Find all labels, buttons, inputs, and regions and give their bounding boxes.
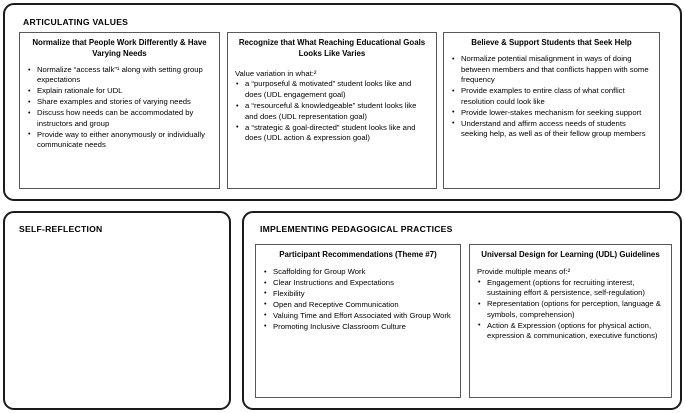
list-item: Share examples and stories of varying ne… [26, 97, 213, 108]
card-participant-recommendations: Participant Recommendations (Theme #7) S… [255, 244, 461, 398]
list-item: Promoting Inclusive Classroom Culture [262, 321, 454, 333]
panel-title-implementing-pedagogical-practices: IMPLEMENTING PEDAGOGICAL PRACTICES [260, 224, 453, 234]
card-heading: Participant Recommendations (Theme #7) [279, 250, 437, 259]
bullet-list: Engagement (options for recruiting inter… [476, 277, 665, 342]
card-body: Normalize “access talk”¹ along with sett… [26, 65, 213, 151]
list-item: Valuing Time and Effort Associated with … [262, 310, 454, 322]
bullet-list: a “purposeful & motivated” student looks… [234, 79, 430, 143]
list-item: Explain rationale for UDL [26, 86, 213, 97]
card-heading: Recognize that What Reaching Educational… [238, 38, 426, 58]
panel-implementing-pedagogical-practices: IMPLEMENTING PEDAGOGICAL PRACTICES Parti… [242, 211, 682, 410]
card-heading: Believe & Support Students that Seek Hel… [471, 38, 632, 47]
card-believe-support-students: Believe & Support Students that Seek Hel… [443, 32, 660, 189]
card-recognize-educational-goals: Recognize that What Reaching Educational… [227, 32, 437, 189]
list-item: a “purposeful & motivated” student looks… [234, 79, 430, 100]
list-item: Provide way to either anonymously or ind… [26, 129, 213, 151]
list-item: Discuss how needs can be accommodated by… [26, 108, 213, 129]
list-item: Open and Receptive Communication [262, 299, 454, 311]
panel-self-reflection: SELF-REFLECTION Reflect on the sources o… [3, 211, 231, 410]
panel-title-self-reflection: SELF-REFLECTION [19, 224, 103, 234]
list-item: Flexibility [262, 288, 454, 300]
list-item: Normalize “access talk”¹ along with sett… [26, 65, 213, 86]
bullet-list: Normalize potential misalignment in ways… [450, 54, 653, 140]
card-heading: Normalize that People Work Differently &… [32, 38, 207, 58]
list-item: Representation (options for perception, … [476, 299, 665, 320]
list-item: a “strategic & goal-directed” student lo… [234, 122, 430, 144]
list-item: Engagement (options for recruiting inter… [476, 277, 665, 299]
card-body: Scaffolding for Group Work Clear Instruc… [262, 267, 454, 332]
card-udl-guidelines: Universal Design for Learning (UDL) Guid… [469, 244, 672, 398]
card-body: Provide multiple means of:² Engagement (… [476, 267, 665, 342]
list-item: Clear Instructions and Expectations [262, 278, 454, 289]
list-item: Provide lower-stakes mechanism for seeki… [450, 107, 653, 119]
list-item: Action & Expression (options for physica… [476, 320, 665, 342]
bullet-list: Scaffolding for Group Work Clear Instruc… [262, 267, 454, 332]
list-item: Provide examples to entire class of what… [450, 86, 653, 107]
card-body: Value variation in what:² a “purposeful … [234, 62, 430, 144]
panel-articulating-values: ARTICULATING VALUES Normalize that Peopl… [3, 3, 682, 201]
card-lead-text: Value variation in what:² [235, 68, 317, 78]
list-item: a “resourceful & knowledgeable” student … [234, 101, 430, 122]
card-body: Normalize potential misalignment in ways… [450, 54, 653, 140]
spacer [234, 62, 430, 69]
card-lead-text: Provide multiple means of:² [477, 266, 571, 276]
list-item: Scaffolding for Group Work [262, 267, 454, 278]
list-item: Normalize potential misalignment in ways… [450, 54, 653, 86]
list-item: Understand and affirm access needs of st… [450, 118, 653, 140]
panel-title-articulating-values: ARTICULATING VALUES [23, 17, 129, 27]
bullet-list: Normalize “access talk”¹ along with sett… [26, 65, 213, 151]
card-heading: Universal Design for Learning (UDL) Guid… [481, 250, 660, 259]
card-normalize-people-work-differently: Normalize that People Work Differently &… [19, 32, 220, 189]
